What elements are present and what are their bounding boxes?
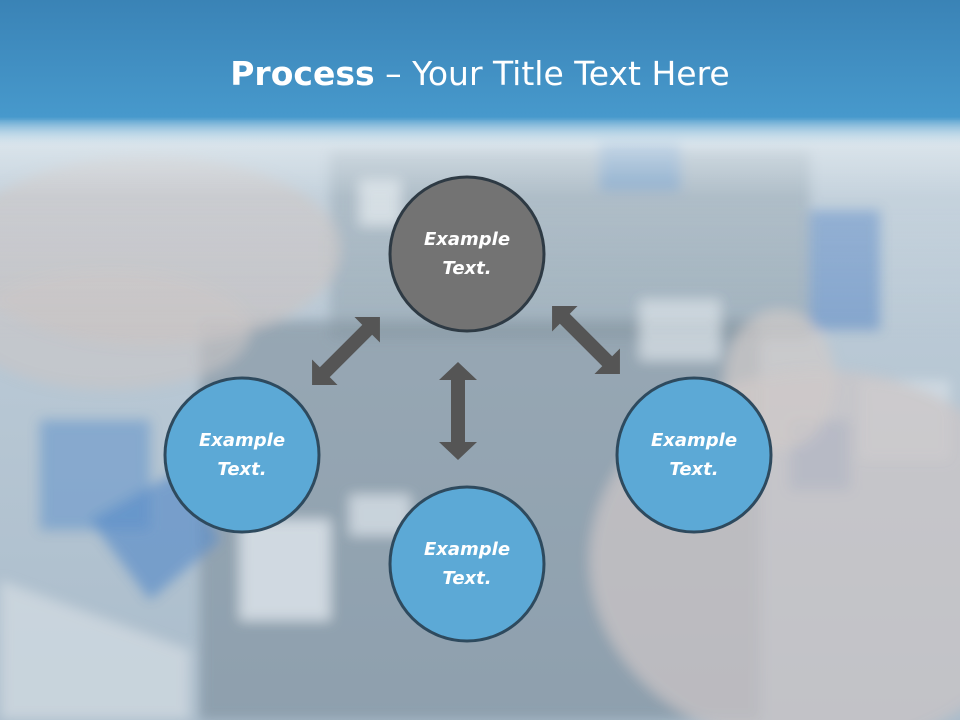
node-bottom-label: Example Text.: [397, 535, 537, 593]
arrow-top-left: [312, 317, 380, 385]
node-left-line1: Example: [198, 430, 286, 451]
node-bottom-circle: [388, 485, 546, 643]
node-top-line2: Text.: [442, 258, 492, 279]
slide-title: Process – Your Title Text Here: [0, 52, 960, 96]
node-top-line1: Example: [423, 229, 511, 250]
node-right-circle: [615, 376, 773, 534]
node-right-label: Example Text.: [624, 426, 764, 484]
node-top-circle: [388, 175, 546, 333]
node-left-circle: [163, 376, 321, 534]
node-left-label: Example Text.: [172, 426, 312, 484]
title-strong: Process: [230, 54, 375, 93]
node-left-line2: Text.: [217, 459, 267, 480]
node-right-line1: Example: [650, 430, 738, 451]
title-rest: – Your Title Text Here: [374, 54, 730, 93]
arrow-top-bottom: [439, 362, 477, 460]
arrow-top-right: [552, 306, 620, 374]
node-right-line2: Text.: [669, 459, 719, 480]
node-bottom-line1: Example: [423, 539, 511, 560]
node-top-label: Example Text.: [397, 225, 537, 283]
node-bottom-line2: Text.: [442, 568, 492, 589]
title-bar: [0, 0, 960, 150]
